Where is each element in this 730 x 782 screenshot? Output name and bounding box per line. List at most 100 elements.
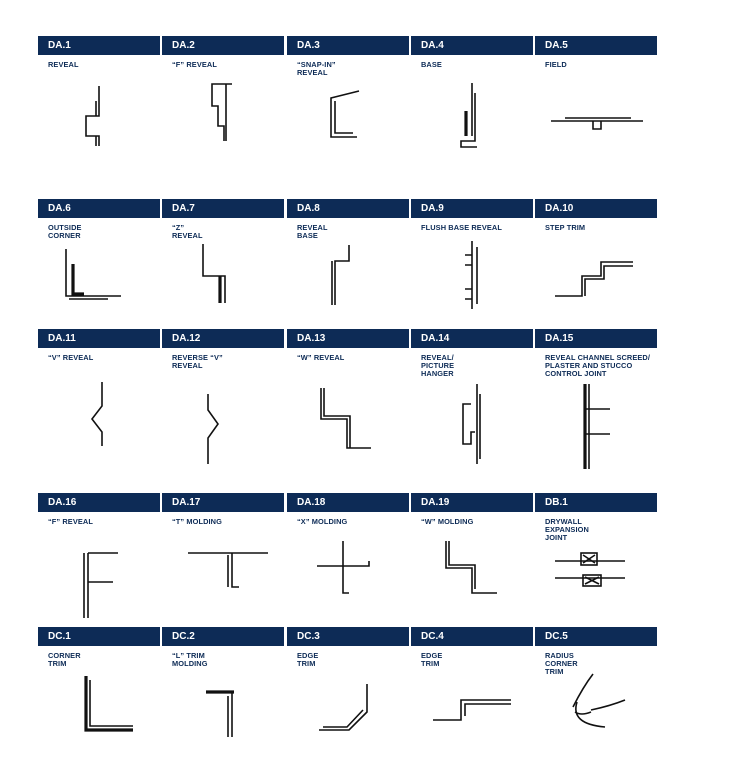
profile-title: “Z” REVEAL — [172, 223, 203, 240]
profile-title: REVEAL/ PICTURE HANGER — [421, 353, 455, 378]
profile-code: DA.10 — [535, 199, 657, 218]
base-profile-icon — [460, 83, 477, 148]
profile-code: DC.5 — [535, 627, 657, 646]
profile-code: DA.19 — [411, 493, 533, 512]
x-molding-profile-icon — [317, 541, 370, 594]
profile-title: “F” REVEAL — [48, 517, 93, 526]
picture-hanger-profile-icon — [462, 384, 481, 464]
profile-title: “X” MOLDING — [297, 517, 348, 526]
field-profile-icon — [551, 117, 643, 130]
w-molding-profile-icon — [445, 541, 497, 594]
profile-code: DB.1 — [535, 493, 657, 512]
profile-code: DC.4 — [411, 627, 533, 646]
profile-code: DA.13 — [287, 329, 409, 348]
profile-title: “L” TRIM MOLDING — [172, 651, 208, 668]
profile-code: DC.1 — [38, 627, 160, 646]
edge-trim-2-profile-icon — [433, 699, 511, 721]
profile-code: DA.14 — [411, 329, 533, 348]
profile-code: DA.16 — [38, 493, 160, 512]
profile-cell: DA.19 “W” MOLDING — [411, 493, 533, 618]
reveal-base-profile-icon — [331, 245, 350, 305]
profile-code: DA.9 — [411, 199, 533, 218]
profile-code: DA.4 — [411, 36, 533, 55]
control-joint-profile-icon — [583, 384, 610, 469]
profile-title: CORNER TRIM — [48, 651, 81, 668]
profile-title: STEP TRIM — [545, 223, 586, 232]
profile-cell: DA.7 “Z” REVEAL — [162, 199, 284, 324]
profile-title: “W” REVEAL — [297, 353, 345, 362]
profile-title: REVEAL BASE — [297, 223, 328, 240]
f-reveal-profile-icon — [211, 83, 232, 141]
profile-code: DA.18 — [287, 493, 409, 512]
corner-trim-profile-icon — [84, 676, 133, 732]
profile-title: REVEAL — [48, 60, 79, 69]
profile-cell: DA.17 “T” MOLDING — [162, 493, 284, 618]
profile-cell: DA.11 “V” REVEAL — [38, 329, 160, 454]
z-reveal-profile-icon — [202, 244, 226, 303]
profile-title: RADIUS CORNER TRIM — [545, 651, 578, 676]
snap-in-reveal-profile-icon — [330, 90, 360, 138]
t-molding-profile-icon — [188, 552, 268, 588]
profile-code: DA.1 — [38, 36, 160, 55]
profile-code: DA.7 — [162, 199, 284, 218]
profile-code: DA.11 — [38, 329, 160, 348]
f-reveal-2-profile-icon — [83, 552, 118, 618]
profile-title: “V” REVEAL — [48, 353, 94, 362]
v-reveal-profile-icon — [90, 382, 103, 446]
profile-cell: DA.16 “F” REVEAL — [38, 493, 160, 618]
profile-cell: DC.2 “L” TRIM MOLDING — [162, 627, 284, 752]
profile-code: DA.12 — [162, 329, 284, 348]
profile-cell: DA.3 “SNAP-IN” REVEAL — [287, 36, 409, 161]
profile-title: EDGE TRIM — [421, 651, 443, 668]
profile-title: REVEAL CHANNEL SCREED/ PLASTER AND STUCC… — [545, 353, 651, 378]
profile-code: DA.2 — [162, 36, 284, 55]
profile-title: BASE — [421, 60, 442, 69]
flush-base-reveal-profile-icon — [465, 241, 478, 309]
profile-title: “F” REVEAL — [172, 60, 217, 69]
profile-code: DA.17 — [162, 493, 284, 512]
profile-title: REVERSE “V” REVEAL — [172, 353, 223, 370]
edge-trim-profile-icon — [319, 684, 368, 731]
profile-title: “W” MOLDING — [421, 517, 474, 526]
profile-title: FIELD — [545, 60, 567, 69]
profile-title: DRYWALL EXPANSION JOINT — [545, 517, 589, 542]
profile-title: “T” MOLDING — [172, 517, 222, 526]
profile-cell: DA.2 “F” REVEAL — [162, 36, 284, 161]
step-trim-profile-icon — [555, 261, 633, 297]
profile-code: DA.8 — [287, 199, 409, 218]
profile-title: EDGE TRIM — [297, 651, 319, 668]
w-reveal-profile-icon — [320, 388, 371, 449]
profile-title: FLUSH BASE REVEAL — [421, 223, 502, 232]
outside-corner-profile-icon — [65, 249, 121, 300]
profile-cell: DA.18 “X” MOLDING — [287, 493, 409, 618]
profile-code: DA.3 — [287, 36, 409, 55]
profile-title: OUTSIDE CORNER — [48, 223, 82, 240]
profile-code: DA.6 — [38, 199, 160, 218]
profile-code: DA.5 — [535, 36, 657, 55]
profile-code: DC.3 — [287, 627, 409, 646]
l-trim-profile-icon — [206, 690, 234, 737]
reverse-v-reveal-profile-icon — [207, 394, 219, 464]
radius-corner-trim-profile-icon — [572, 673, 626, 728]
expansion-joint-profile-icon — [555, 552, 625, 587]
profile-code: DA.15 — [535, 329, 657, 348]
reveal-profile-icon — [85, 86, 100, 146]
profile-cell: DA.13 “W” REVEAL — [287, 329, 409, 454]
profile-title: “SNAP-IN” REVEAL — [297, 60, 336, 77]
profile-code: DC.2 — [162, 627, 284, 646]
